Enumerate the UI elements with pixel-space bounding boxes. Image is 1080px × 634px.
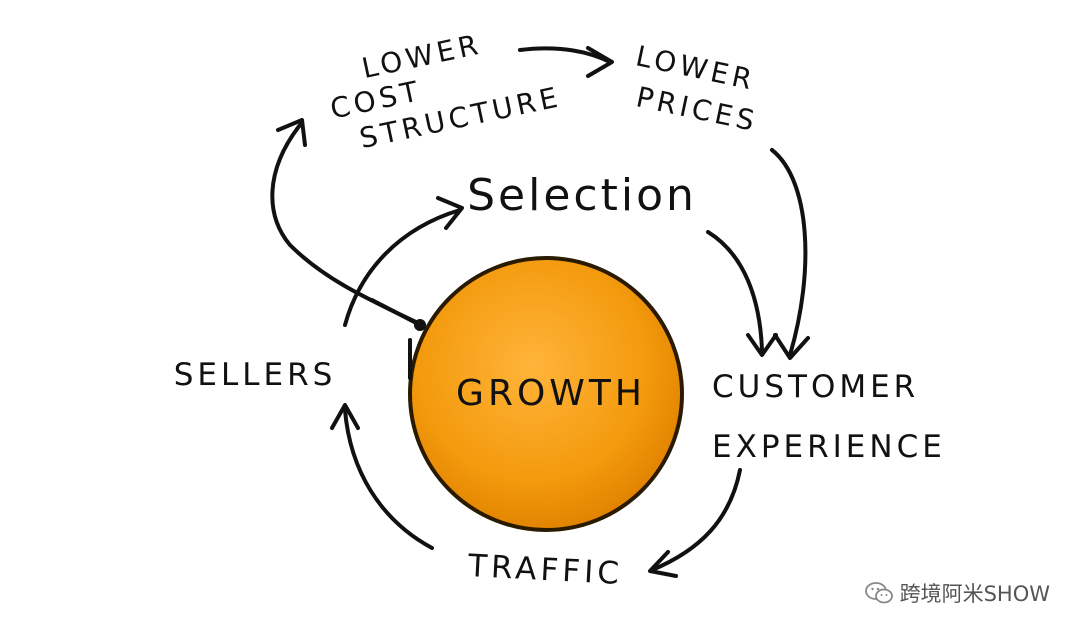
lower-cost-line1: LOWER	[359, 28, 485, 86]
watermark: 跨境阿米SHOW	[864, 578, 1050, 608]
arrow-cx-to-traffic	[650, 468, 742, 572]
selection-label: Selection	[467, 170, 697, 221]
junction-line	[370, 298, 422, 327]
customer-experience-line2: EXPERIENCE	[712, 429, 946, 465]
sellers-label: SELLERS	[174, 357, 337, 393]
arrow-selection-to-cx	[706, 230, 764, 352]
arrow-traffic-to-sellers	[343, 408, 434, 550]
arrow-growth-to-cost	[270, 123, 420, 325]
arrowhead-growth-to-cost	[276, 118, 307, 147]
junction-dot	[414, 319, 426, 331]
arrowhead-prices-to-cx	[773, 333, 810, 360]
traffic-label: TRAFFIC	[466, 548, 624, 592]
arrowhead-selection-to-cx	[746, 333, 778, 357]
arrowhead-traffic-to-sellers	[330, 403, 360, 430]
watermark-text: 跨境阿米SHOW	[899, 582, 1050, 606]
growth-label: GROWTH	[456, 373, 646, 414]
arrowhead-cost-to-prices	[586, 46, 614, 78]
lower-cost-structure-node: LOWER COST STRUCTURE	[327, 28, 564, 156]
wechat-icon	[864, 582, 893, 604]
arrow-prices-to-cx	[770, 148, 808, 357]
arrowhead-sellers-to-selection	[436, 196, 464, 230]
arrowhead-cx-to-traffic	[648, 550, 678, 578]
customer-experience-line1: CUSTOMER	[712, 369, 919, 405]
growth-circle	[408, 256, 684, 532]
lower-prices-node: LOWER PRICES	[633, 39, 761, 138]
arrow-sellers-to-selection	[343, 208, 462, 327]
